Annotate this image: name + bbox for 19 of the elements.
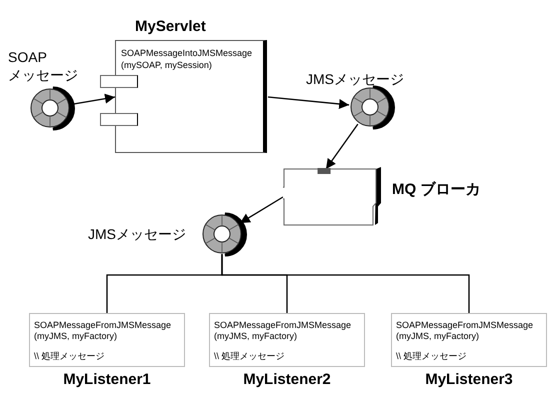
- listener-title: MyListener2: [242, 371, 332, 388]
- method-text: SOAPMessageFromJMSMessage (myJMS, myFactory): [34, 320, 172, 342]
- component-title: MyServlet: [135, 18, 206, 35]
- arrow: [240, 196, 284, 224]
- method-text: SOAPMessageFromJMSMessage (myJMS, myFactory): [396, 320, 534, 342]
- message-label: SOAP メッセージ: [8, 48, 79, 84]
- connector-line: [221, 254, 470, 313]
- method-text: SOAPMessageIntoJMSMessage (mySOAP, mySession): [121, 47, 254, 71]
- listener-title: MyListener3: [424, 371, 514, 388]
- comment-text: \\ 処理メッセージ: [214, 351, 286, 362]
- broker-label: MQ ブローカ: [392, 180, 480, 199]
- comment-text: \\ 処理メッセージ: [34, 351, 106, 362]
- message-label: JMSメッセージ: [305, 70, 405, 88]
- arrow: [325, 124, 358, 170]
- listener-title: MyListener1: [62, 371, 152, 388]
- comment-text: \\ 処理メッセージ: [396, 351, 468, 362]
- method-text: SOAPMessageFromJMSMessage (myJMS, myFactory): [214, 320, 352, 342]
- message-label: JMSメッセージ: [88, 225, 187, 243]
- arrow: [268, 96, 350, 109]
